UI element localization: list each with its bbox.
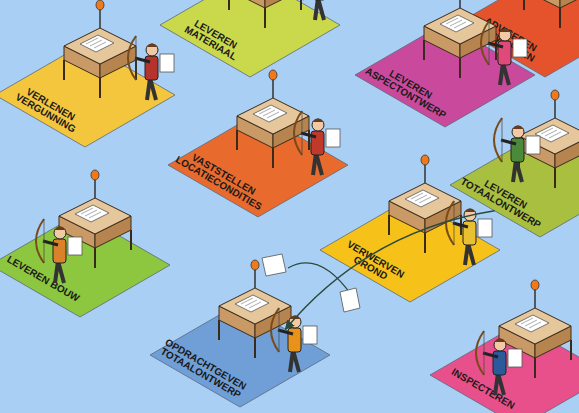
tile-shape: [0, 43, 175, 147]
paper: [340, 288, 360, 312]
archer: [494, 118, 540, 182]
tile-node: INSPECTEREN: [430, 323, 579, 413]
desk: [389, 155, 461, 253]
tile-node: LEVEREN TOTAALONTWERP: [450, 133, 579, 237]
tile-node: VERLENEN VERGUNNING: [0, 43, 175, 147]
tile-shape: [160, 0, 340, 77]
archer: [128, 36, 174, 100]
desks: [59, 0, 579, 378]
archer: [271, 308, 317, 372]
tile-node: OPDRACHTGEVEN TOTAALONTWERP: [150, 303, 330, 407]
archer: [476, 331, 522, 395]
tile-shape: [450, 133, 579, 237]
archer: [36, 219, 82, 283]
tile-outline: [160, 0, 340, 77]
desk: [499, 280, 571, 378]
tile-shape: [150, 303, 330, 407]
tile-shape: [0, 213, 170, 317]
desk: [229, 0, 301, 28]
tile-node: LEVEREN ASPECTONTWERP: [355, 23, 535, 127]
flying-papers: [262, 254, 360, 312]
tile-node: VERWERVEN GROND: [320, 198, 500, 302]
tile-shape: [430, 323, 579, 413]
tile-shape: [355, 23, 535, 127]
desk: [237, 70, 309, 168]
archer: [446, 201, 492, 265]
tile-shape: [168, 113, 348, 217]
archer: [296, 0, 342, 20]
desk: [64, 0, 136, 98]
paper: [262, 254, 286, 276]
arrow-flight: [285, 211, 494, 330]
tile-node: VASTSTELLEN LOCATIECONDITIES: [168, 113, 348, 217]
desk: [524, 0, 579, 28]
desk: [424, 0, 496, 78]
tile-shape: [320, 198, 500, 302]
archers: [36, 0, 540, 395]
desk: [219, 260, 291, 358]
archer: [481, 21, 527, 85]
desk: [519, 90, 579, 188]
tile-node: LEVEREN MATERIAAL: [160, 0, 340, 77]
arrow-trail: [288, 263, 352, 296]
archer: [294, 111, 340, 175]
tile-node: LEVEREN BOUW: [0, 213, 170, 317]
desk: [59, 170, 131, 268]
